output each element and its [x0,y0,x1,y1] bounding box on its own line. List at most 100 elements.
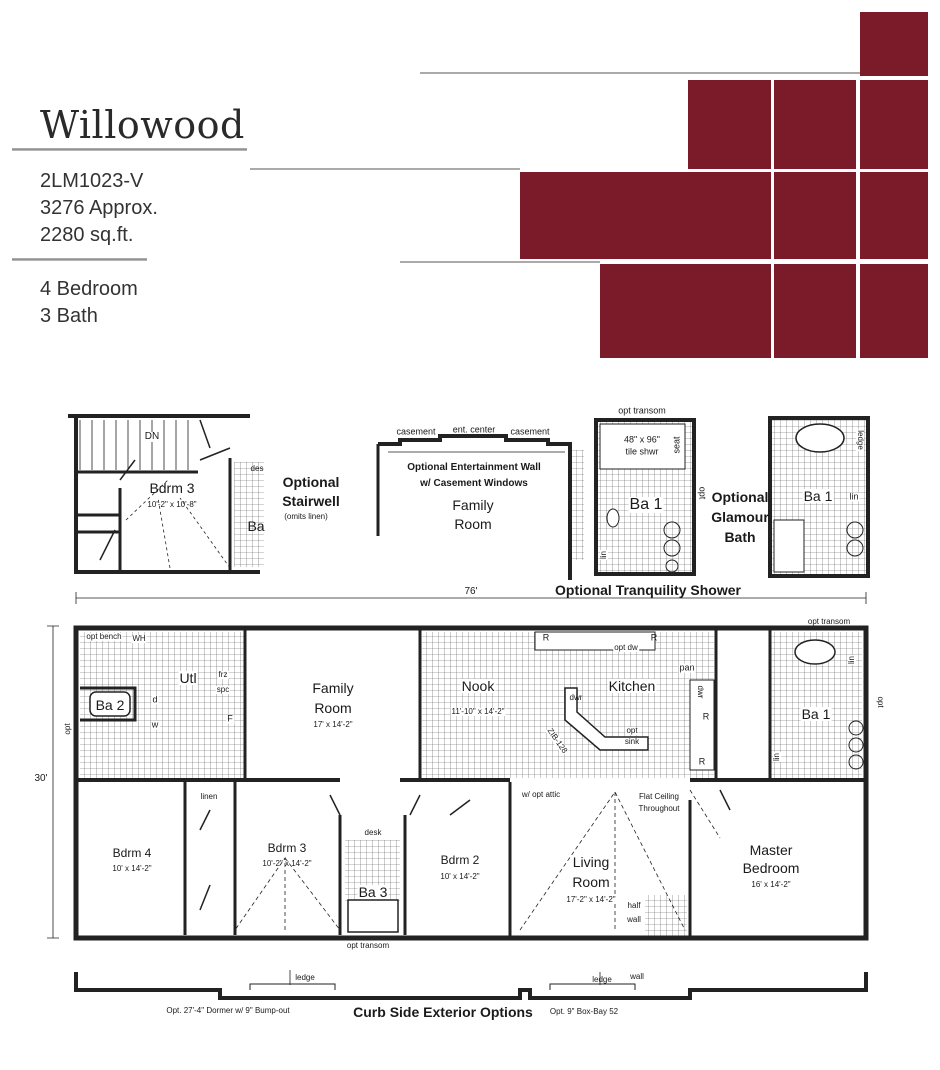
exterior-options-drawing [74,970,868,1000]
ent-family-label-1: Family [452,497,494,513]
tranquility-title: Optional Tranquility Shower [555,582,741,598]
glamour-title-1: Optional [711,489,769,505]
freezer-label: frz [217,670,229,679]
glamour-lin-label: lin [848,491,860,502]
flat-ceiling-label-1: Flat Ceiling [638,792,680,801]
ledge-left-label: ledge [295,973,315,982]
tranquility-transom-label: opt transom [618,405,666,416]
freezer-space-label: spc [215,685,231,694]
casement-right-label: casement [510,426,550,437]
opt-transom-bottom-label: opt transom [346,941,390,950]
desk-label: desk [363,828,383,837]
island-drawer-label: dwr [569,693,583,702]
entertainment-title-2: w/ Casement Windows [420,478,528,489]
opt-window-right-label: opt [876,696,885,708]
stair-bdrm3-size: 10'-2" x 10'-8" [147,500,197,509]
range-label-2: R [650,632,658,643]
entertainment-title-1: Optional Entertainment Wall [407,462,541,473]
opt-sink-label-2: sink [623,737,641,746]
utility-label: Utl [178,670,198,686]
stairwell-option-drawing [68,414,264,574]
kitchen-label: Kitchen [607,678,657,694]
bath-count: 3 Bath [40,305,98,327]
shower-size-label: 48" x 96" [624,434,660,445]
opt-bench-label: opt bench [85,632,123,641]
family-room-size: 17' x 14'-2" [313,720,353,729]
glamour-ledge-label: ledge [856,429,865,451]
half-wall-label-1: half [626,901,642,910]
main-floor-plan-drawing [73,625,869,941]
washer-label: w [150,719,160,730]
shower-type-label: tile shwr [625,446,659,457]
opt-sink-label-1: opt [625,726,639,735]
dormer-label: Opt. 27'-4" Dormer w/ 9" Bump-out [166,1006,290,1015]
seat-label: seat [671,436,682,454]
ba3-label: Ba 3 [357,884,389,900]
ent-center-label: ent. center [452,424,496,435]
bdrm2-label: Bdrm 2 [440,853,480,867]
model-number: 2LM1023-V [40,170,144,192]
linen-label: linen [200,792,218,801]
ba2-label: Ba 2 [95,697,125,713]
ba1-linen-label: lin [772,751,781,763]
opt-dishwasher-label: opt dw [613,643,639,652]
water-heater-label: WH [131,634,147,643]
opt-attic-label: w/ opt attic [521,790,561,799]
bdrm3-label: Bdrm 3 [267,841,307,855]
approx-size: 3276 Approx. [40,197,158,219]
width-dimension-line [75,592,867,604]
furnace-label: F [226,713,234,724]
pantry-label: pan [678,662,696,673]
stair-bath-label: Ba [247,518,265,534]
depth-dimension-line [47,625,59,939]
drawer-label: dwr [696,685,705,699]
ba1-label: Ba 1 [800,706,832,722]
living-room-label-2: Room [571,874,611,890]
bdrm3-size: 10'-2" x 14'-2" [262,859,312,868]
plan-title: Willowood [40,103,245,147]
glamour-title-3: Bath [724,529,756,545]
stairwell-note: (omits linen) [284,512,328,521]
wall-label: wall [630,972,644,981]
family-room-label-1: Family [312,680,354,696]
ent-family-label-2: Room [454,516,492,532]
range-label-1: R [542,632,550,643]
flat-ceiling-label-2: Throughout [638,804,680,813]
opt-transom-top-label: opt transom [807,617,851,626]
bdrm2-size: 10' x 14'-2" [440,872,480,881]
entertainment-option-drawing [376,434,584,580]
bedroom-count: 4 Bedroom [40,278,138,300]
range-label-3: R [698,756,706,767]
opt-window-left-label: opt [63,723,72,735]
depth-dimension: 30' [33,773,49,784]
bdrm4-label: Bdrm 4 [112,846,152,860]
exterior-options-title: Curb Side Exterior Options [353,1004,533,1020]
family-room-label-2: Room [314,700,352,716]
glamour-ba1-label: Ba 1 [802,488,834,504]
dryer-label: d [151,694,159,705]
master-bedroom-label-1: Master [749,842,793,858]
width-dimension: 76' [463,586,479,597]
stairwell-title-1: Optional [282,474,340,490]
refrigerator-label: R [702,711,710,722]
box-bay-label: Opt. 9" Box-Bay 52 [549,1007,619,1016]
tranquility-ba1-label: Ba 1 [628,496,664,513]
casement-left-label: casement [396,426,436,437]
glamour-title-2: Glamour [711,509,769,525]
tranquility-lin-label: lin [599,549,608,561]
tranquility-opt-label: opt [697,486,708,500]
spec-divider [12,258,147,261]
stair-desk-label: des [250,464,264,473]
title-divider [12,148,247,151]
half-wall-label-2: wall [626,915,642,924]
living-room-label-1: Living [571,854,611,870]
stair-bdrm3-label: Bdrm 3 [149,480,195,496]
ba1-linen-top-label: lin [847,654,856,666]
nook-label: Nook [460,678,496,694]
square-footage: 2280 sq.ft. [40,224,134,246]
living-room-size: 17'-2" x 14'-2" [565,895,617,904]
bdrm4-size: 10' x 14'-2" [112,864,152,873]
master-bedroom-size: 16' x 14'-2" [751,880,791,889]
